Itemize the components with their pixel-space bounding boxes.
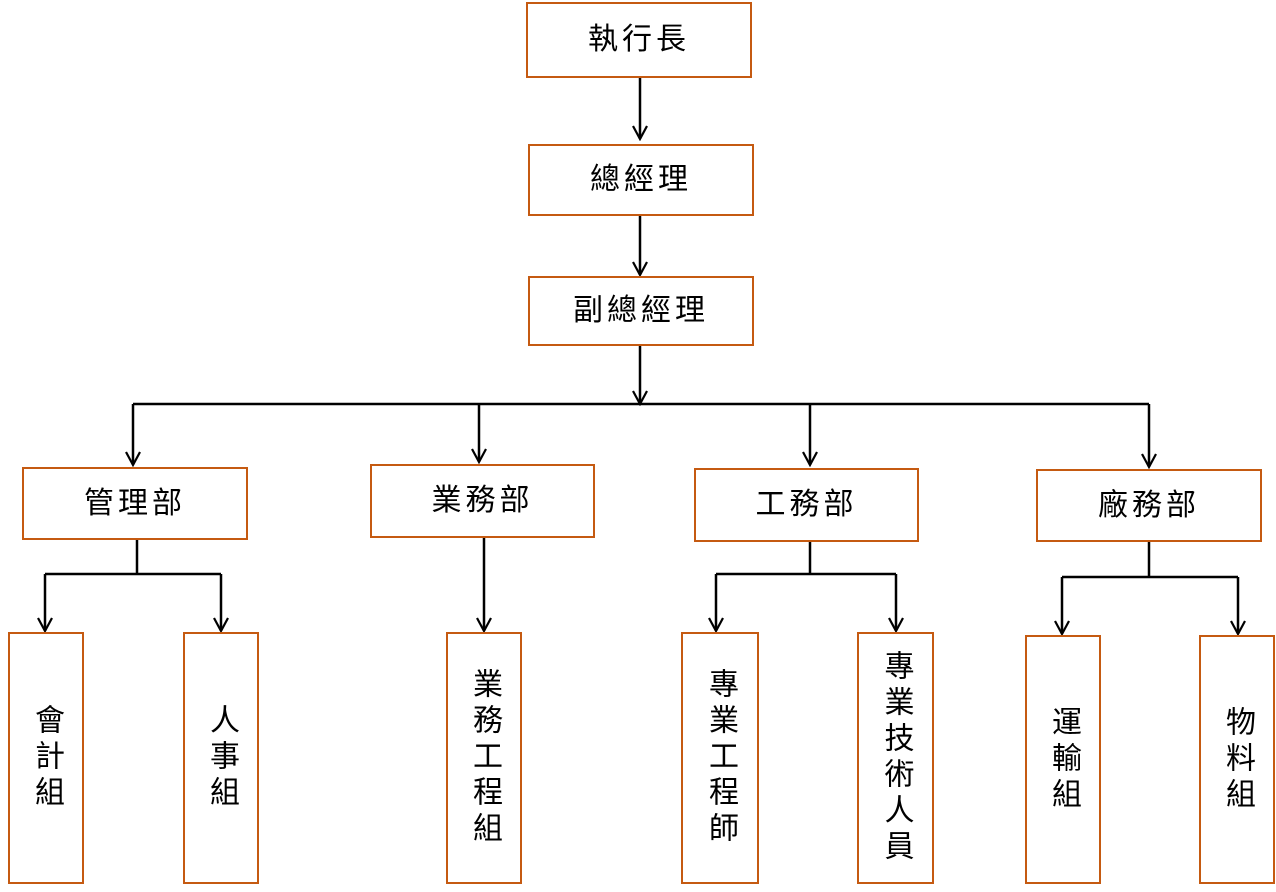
unit-box-3-1: 專業工程師 [681, 632, 759, 884]
dept-box-3: 工務部 [694, 468, 919, 542]
unit-label: 會計組 [29, 704, 64, 812]
ceo-box: 執行長 [526, 2, 752, 78]
dept-box-2: 業務部 [370, 464, 595, 538]
unit-label: 物料組 [1220, 705, 1255, 814]
ceo-label: 執行長 [588, 22, 690, 57]
unit-label: 專業工程師 [703, 668, 738, 848]
unit-box-1-1: 會計組 [8, 632, 84, 884]
dept-label: 業務部 [431, 483, 534, 518]
dept-box-1: 管理部 [22, 467, 248, 540]
vgm-box: 副總經理 [528, 276, 754, 346]
gm-box: 總經理 [528, 144, 754, 216]
unit-box-3-2: 專業技術人員 [857, 632, 934, 884]
unit-box-4-2: 物料組 [1199, 635, 1275, 884]
unit-box-1-2: 人事組 [183, 632, 259, 884]
unit-label: 業務工程組 [467, 668, 502, 848]
dept-label: 廠務部 [1098, 487, 1200, 523]
unit-box-2-1: 業務工程組 [446, 632, 522, 884]
unit-box-4-1: 運輸組 [1025, 635, 1101, 884]
gm-label: 總經理 [590, 162, 692, 197]
unit-label: 運輸組 [1046, 705, 1081, 814]
dept-box-4: 廠務部 [1036, 469, 1262, 542]
dept-label: 管理部 [84, 485, 186, 521]
dept-label: 工務部 [755, 487, 858, 522]
unit-label: 人事組 [204, 704, 239, 812]
vgm-label: 副總經理 [573, 293, 709, 328]
unit-label: 專業技術人員 [878, 650, 914, 866]
